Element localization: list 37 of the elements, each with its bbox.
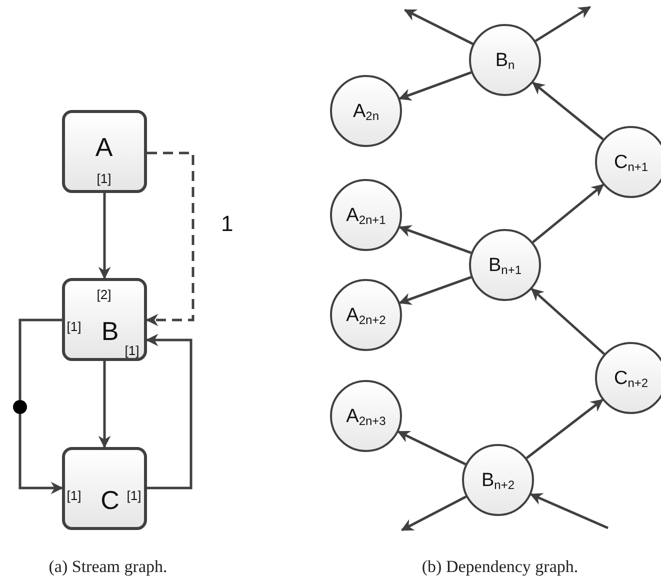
figure-caption: (a) Stream graph. <box>48 558 168 575</box>
figure-caption: (b) Dependency graph. <box>422 558 578 575</box>
node-label: A$_{2n}$ <box>352 102 380 120</box>
arrow <box>397 430 466 466</box>
node-label: A <box>95 134 113 160</box>
port-count: [1] <box>66 320 82 333</box>
node-label: A$_{2n+3}$ <box>346 406 386 426</box>
node-label: A$_{2n+1}$ <box>346 206 386 224</box>
node-label: A$_{2n+2}$ <box>346 306 386 324</box>
arrow <box>534 6 592 42</box>
process-box <box>62 447 147 530</box>
node-label: B <box>101 318 119 344</box>
node-label: C$_{n+1}$ <box>614 152 648 172</box>
dashed-arrow <box>146 152 194 326</box>
port-count: [1] <box>96 172 112 185</box>
process-box <box>62 278 147 361</box>
node-label: B$_{n+1}$ <box>488 256 522 274</box>
port-count: [1] <box>124 344 140 357</box>
port-count: [1] <box>126 489 142 502</box>
arrow <box>400 496 467 532</box>
arrow <box>526 398 604 460</box>
arrow <box>530 288 606 355</box>
node-label: B$_{n}$ <box>495 50 515 70</box>
node-label: B$_{n+2}$ <box>481 470 515 490</box>
port-count: [1] <box>66 489 82 502</box>
arrow <box>18 414 64 494</box>
arrow <box>146 334 192 490</box>
arrow <box>532 184 604 244</box>
process-box <box>62 110 147 193</box>
arrow <box>98 361 111 448</box>
port-count: [2] <box>96 288 112 301</box>
arrow <box>530 493 608 530</box>
arrow <box>532 82 604 140</box>
node-label: C <box>100 487 120 513</box>
node-label: C$_{n+2}$ <box>614 368 648 388</box>
arrow <box>404 8 474 46</box>
arrow <box>98 193 111 280</box>
